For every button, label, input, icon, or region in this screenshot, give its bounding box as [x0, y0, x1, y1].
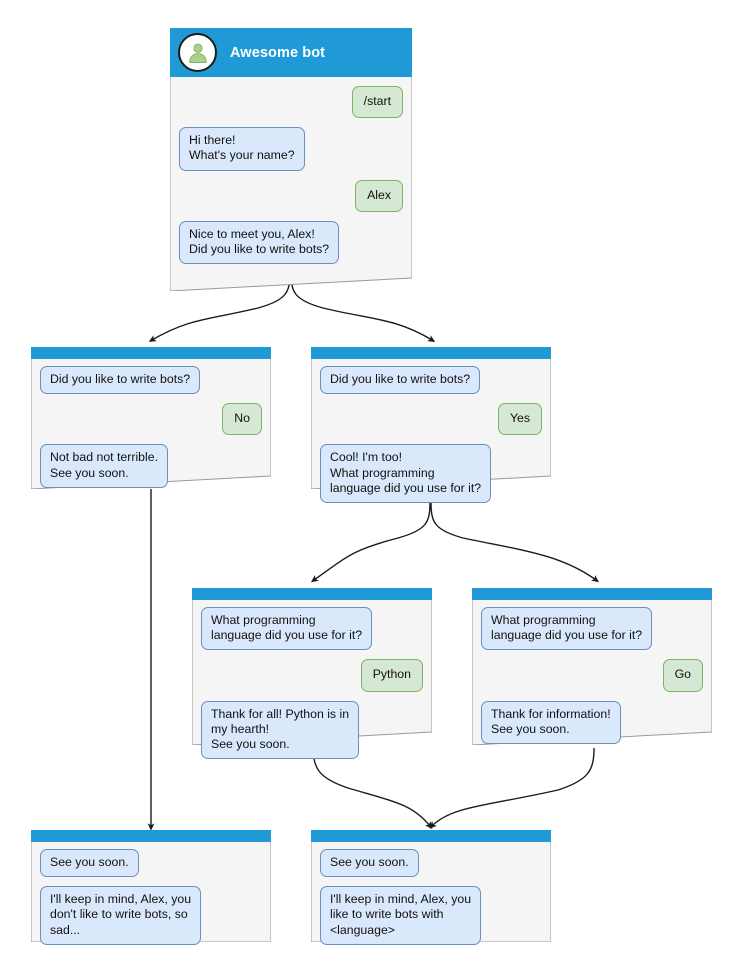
card-header-bar — [311, 830, 551, 842]
user-message-bubble[interactable]: Alex — [355, 179, 403, 212]
bot-message-bubble[interactable]: I'll keep in mind, Alex, you don't like … — [40, 886, 202, 945]
chat-card-end-happy[interactable]: See you soon. I'll keep in mind, Alex, y… — [311, 830, 551, 945]
bot-name-label: Awesome bot — [230, 44, 326, 61]
edge-yes-to-go — [430, 501, 600, 583]
bot-message-bubble[interactable]: Cool! I'm too! What programming language… — [320, 444, 492, 504]
message-row: Thank for information! See you soon. — [481, 700, 703, 745]
bot-message-bubble[interactable]: Thank for all! Python is in my hearth! S… — [201, 700, 360, 760]
message-row: I'll keep in mind, Alex, you like to wri… — [320, 886, 542, 945]
card-header-bar — [311, 347, 551, 359]
person-avatar-icon — [178, 33, 217, 72]
card-body-branch-yes: Did you like to write bots? Yes Cool! I'… — [311, 359, 551, 513]
card-body-end-happy: See you soon. I'll keep in mind, Alex, y… — [311, 842, 551, 955]
bot-message-bubble[interactable]: Hi there! What's your name? — [179, 127, 305, 171]
edge-go-to-end-happy — [429, 747, 595, 829]
chat-card-branch-no[interactable]: Did you like to write bots? No Not bad n… — [31, 347, 271, 489]
user-message-bubble[interactable]: No — [222, 403, 262, 436]
card-header-bar — [192, 588, 432, 600]
chat-card-branch-yes[interactable]: Did you like to write bots? Yes Cool! I'… — [311, 347, 551, 504]
bot-message-bubble[interactable]: Not bad not terrible. See you soon. — [40, 444, 169, 488]
edge-yes-to-python — [310, 501, 431, 583]
user-message-bubble[interactable]: Go — [662, 659, 703, 692]
card-body-branch-no: Did you like to write bots? No Not bad n… — [31, 359, 271, 498]
message-row: What programming language did you use fo… — [481, 607, 703, 651]
user-message-bubble[interactable]: Yes — [497, 403, 542, 436]
chat-card-branch-python[interactable]: What programming language did you use fo… — [192, 588, 432, 760]
message-row: Alex — [179, 179, 403, 212]
card-body-root: /start Hi there! What's your name? Alex … — [170, 77, 412, 274]
message-row: Python — [201, 659, 423, 692]
bot-message-bubble[interactable]: I'll keep in mind, Alex, you like to wri… — [320, 886, 482, 945]
card-header-bar — [31, 347, 271, 359]
message-row: Hi there! What's your name? — [179, 127, 403, 171]
message-row: See you soon. — [40, 849, 262, 878]
card-header-root: Awesome bot — [170, 28, 412, 77]
chat-card-branch-go[interactable]: What programming language did you use fo… — [472, 588, 712, 745]
card-header-bar — [31, 830, 271, 842]
bot-message-bubble[interactable]: What programming language did you use fo… — [201, 607, 373, 651]
bot-message-bubble[interactable]: Did you like to write bots? — [320, 366, 481, 395]
bot-message-bubble[interactable]: Nice to meet you, Alex! Did you like to … — [179, 220, 340, 265]
message-row: Nice to meet you, Alex! Did you like to … — [179, 220, 403, 265]
message-row: See you soon. — [320, 849, 542, 878]
bot-message-bubble[interactable]: See you soon. — [40, 849, 139, 878]
bot-message-bubble[interactable]: See you soon. — [320, 849, 419, 878]
bot-message-bubble[interactable]: What programming language did you use fo… — [481, 607, 653, 651]
message-row: Did you like to write bots? — [40, 366, 262, 395]
chat-card-end-sad[interactable]: See you soon. I'll keep in mind, Alex, y… — [31, 830, 271, 945]
card-body-branch-python: What programming language did you use fo… — [192, 600, 432, 769]
message-row: Not bad not terrible. See you soon. — [40, 444, 262, 488]
card-body-branch-go: What programming language did you use fo… — [472, 600, 712, 754]
message-row: Go — [481, 659, 703, 692]
card-header-bar — [472, 588, 712, 600]
message-row: I'll keep in mind, Alex, you don't like … — [40, 886, 262, 945]
user-message-bubble[interactable]: Python — [360, 659, 423, 692]
bot-message-bubble[interactable]: Thank for information! See you soon. — [481, 700, 621, 745]
bot-message-bubble[interactable]: Did you like to write bots? — [40, 366, 201, 395]
message-row: Did you like to write bots? — [320, 366, 542, 395]
card-body-end-sad: See you soon. I'll keep in mind, Alex, y… — [31, 842, 271, 955]
message-row: What programming language did you use fo… — [201, 607, 423, 651]
message-row: Yes — [320, 403, 542, 436]
message-row: No — [40, 403, 262, 436]
message-row: /start — [179, 86, 403, 119]
message-row: Thank for all! Python is in my hearth! S… — [201, 700, 423, 760]
message-row: Cool! I'm too! What programming language… — [320, 444, 542, 504]
chat-card-root[interactable]: Awesome bot /start Hi there! What's your… — [170, 28, 412, 291]
user-message-bubble[interactable]: /start — [351, 86, 403, 119]
